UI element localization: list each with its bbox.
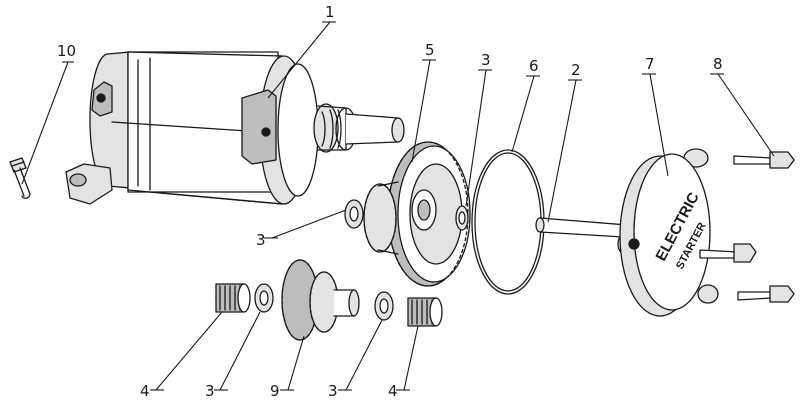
bolt-part-8-top [733, 151, 795, 169]
callout-6: 6 [529, 57, 539, 75]
callout-7: 7 [645, 55, 655, 73]
callout-10: 10 [57, 42, 76, 60]
callout-9: 9 [270, 382, 280, 400]
leader-lines [21, 21, 775, 391]
idler-gear-part-9 [281, 259, 360, 341]
washer-part-3-lower-right [374, 291, 394, 321]
washer-part-3-right [455, 205, 469, 231]
bolt-part-8-middle [699, 243, 757, 263]
needle-bearing-part-4-left [215, 283, 251, 313]
callout-numbers: 10 1 5 3 6 2 7 8 3 4 3 9 3 4 [57, 3, 723, 400]
callout-3-left: 3 [256, 231, 266, 249]
callout-4-left: 4 [140, 382, 150, 400]
starter-motor-part-1 [65, 51, 405, 205]
gear-part-5 [363, 141, 471, 287]
callout-8: 8 [713, 55, 723, 73]
callout-3-lower-right: 3 [328, 382, 338, 400]
bolt-part-10 [9, 157, 31, 199]
o-ring-part-6 [471, 149, 545, 295]
callout-5: 5 [425, 41, 435, 59]
callout-1: 1 [325, 3, 335, 21]
callout-2: 2 [571, 61, 581, 79]
washer-part-3-left [344, 199, 364, 229]
callout-3-top: 3 [481, 51, 491, 69]
callout-4-right: 4 [388, 382, 398, 400]
callout-3-lower-left: 3 [205, 382, 215, 400]
cover-part-7: ELECTRIC STARTER [617, 148, 719, 317]
needle-bearing-part-4-right [407, 297, 443, 327]
washer-part-3-lower-left [254, 283, 274, 313]
bolt-part-8-bottom [737, 285, 795, 303]
